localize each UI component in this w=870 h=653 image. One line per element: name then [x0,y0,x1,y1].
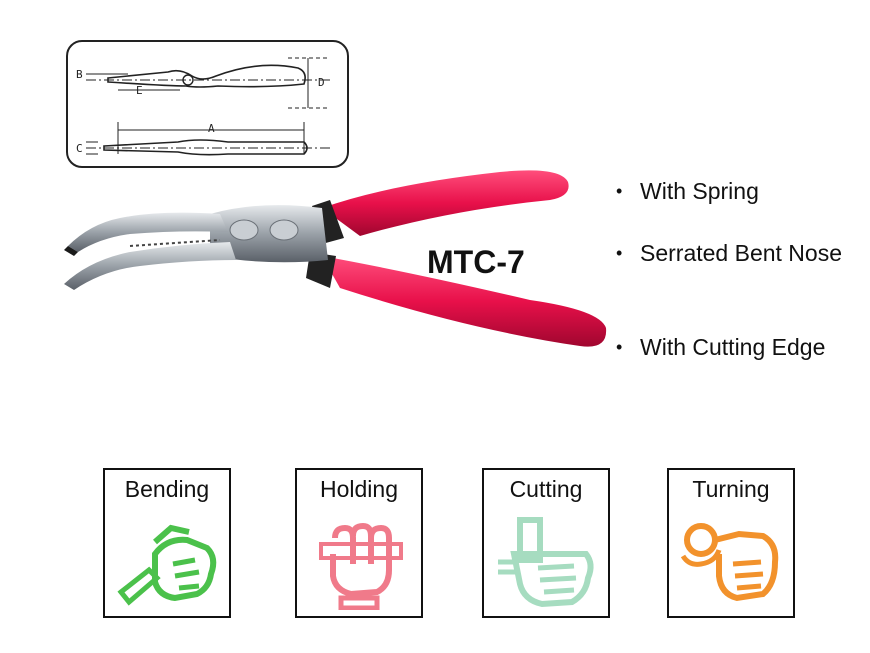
feature-text: With Spring [640,178,759,204]
bullet-icon: • [616,337,623,357]
feature-item: • Serrated Bent Nose [614,238,854,268]
usage-label: Cutting [509,476,583,502]
dimension-diagram: B E D A C [66,40,349,168]
feature-text: Serrated Bent Nose [640,240,843,266]
dim-label-a: A [208,122,215,135]
usage-turning: Turning [667,468,795,618]
bullet-icon: • [616,243,623,263]
usage-cutting: Cutting [482,468,610,618]
usage-bending: Bending [103,468,231,618]
hand-turning-icon [680,523,779,602]
usage-label: Turning [692,476,770,502]
hand-cutting-icon [498,517,594,608]
feature-item: • With Spring [614,176,759,206]
dimension-drawing [86,57,330,156]
dim-label-b: B [76,68,83,81]
dim-label-e: E [136,84,143,97]
bullet-icon: • [616,181,623,201]
dim-label-c: C [76,142,83,155]
hand-bending-icon [117,524,217,606]
pliers-image [64,170,607,347]
model-title: MTC-7 [427,244,525,280]
usage-label: Bending [124,476,210,502]
dim-label-d: D [318,76,325,89]
feature-text: With Cutting Edge [640,334,826,360]
feature-item: • With Cutting Edge [614,332,840,362]
usage-holding: Holding [295,468,423,618]
usage-label: Holding [320,476,398,502]
fist-holding-icon [319,522,403,610]
